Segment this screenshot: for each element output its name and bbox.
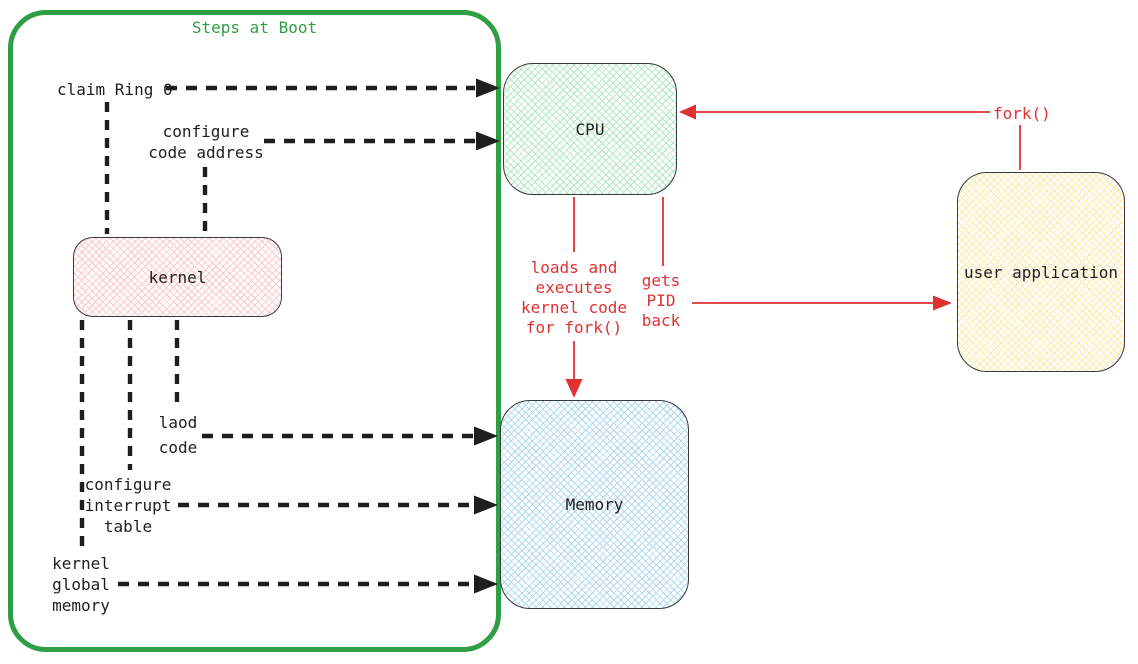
cpu-node: CPU: [503, 63, 677, 195]
user-application-node-label: user application: [963, 262, 1119, 282]
fork-call-label: fork(): [993, 104, 1051, 123]
cpu-node-label: CPU: [575, 119, 605, 139]
memory-node-label: Memory: [565, 495, 624, 514]
kernel-node-label: kernel: [148, 267, 207, 287]
arrow-cpu-gets-pid-to-user-application: [662, 197, 952, 311]
steps-at-boot-container: Steps at Boot: [8, 10, 501, 652]
gets-pid-back-label: gets PID back: [641, 271, 681, 330]
load-code-label: laod code: [158, 413, 198, 457]
steps-at-boot-title: Steps at Boot: [191, 18, 318, 37]
configure-code-address-label: configure code address: [148, 122, 264, 162]
kernel-global-memory-label: kernel global memory: [52, 554, 110, 615]
memory-node: Memory: [500, 400, 689, 609]
loads-executes-kernel-code-label: loads and executes kernel code for fork(…: [521, 258, 627, 337]
kernel-node: kernel: [73, 237, 282, 317]
configure-interrupt-table-label: configure interrupt table: [84, 475, 172, 536]
claim-ring0-label: claim Ring 0: [57, 80, 173, 99]
user-application-node: user application: [957, 172, 1125, 372]
arrow-fork-to-cpu: [679, 104, 1021, 170]
